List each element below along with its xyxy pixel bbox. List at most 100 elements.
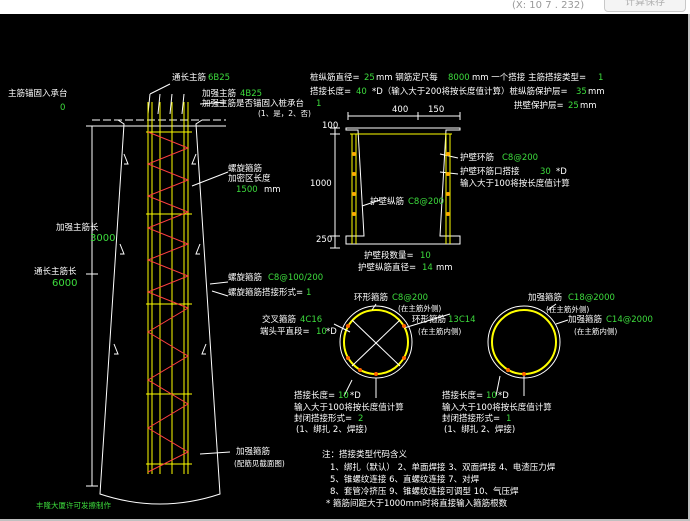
- through-length-value[interactable]: 6000: [52, 278, 77, 289]
- s1-inner-label: 环形箍筋: [412, 314, 446, 325]
- long-dia-label: 护壁纵筋直径=: [358, 262, 416, 273]
- param-1c: mm 一个搭接 主筋搭接类型=: [472, 72, 586, 83]
- spiral-dense-label-2: 加密区长度: [228, 173, 271, 184]
- section-2-drawing: [487, 303, 569, 397]
- spiral-dense-value[interactable]: 1500: [236, 185, 258, 195]
- add-bar-value[interactable]: 4B25: [240, 89, 262, 99]
- add-length-label: 加强主筋长: [56, 222, 99, 233]
- spiral-dense-unit: mm: [264, 185, 281, 195]
- s2-lap-unit: *D: [498, 391, 509, 401]
- ring-bar-label: 护壁环筋: [460, 152, 494, 163]
- notes-row4: * 箍筋间距大于1000mm时将直接输入箍筋根数: [326, 498, 508, 509]
- s1-lap-unit: *D: [350, 391, 361, 401]
- long-bar-value[interactable]: C8@200: [408, 197, 444, 207]
- add-length-value[interactable]: 3000: [90, 233, 115, 244]
- s2-inner-value[interactable]: C14@2000: [606, 315, 653, 325]
- s2-ring-note: (在主筋外侧): [546, 304, 589, 314]
- s1-cross-value[interactable]: 4C16: [300, 315, 322, 325]
- dim-250: 250: [316, 235, 332, 245]
- param-1a: 桩纵筋直径=: [310, 72, 360, 83]
- s2-inner-note: (在主筋内侧): [574, 326, 617, 336]
- s1-inner-value[interactable]: 13C14: [448, 315, 476, 325]
- wall-notches: [113, 153, 207, 355]
- main-bars: [146, 102, 192, 474]
- s1-cross-label: 交叉箍筋: [262, 314, 296, 325]
- s2-ring-label: 加强箍筋: [528, 292, 562, 303]
- s1-inner-note: (在主筋内侧): [418, 326, 461, 336]
- s2-inner-label: 加强箍筋: [568, 314, 602, 325]
- param-1b-val[interactable]: 8000: [448, 73, 470, 83]
- s2-seal-label: 封闭搭接形式=: [442, 413, 500, 424]
- s1-lap-value[interactable]: 10: [338, 391, 349, 401]
- long-bar-label: 护壁纵筋: [370, 196, 404, 207]
- top-toolbar: (X: 10 7 . 232) 计算保存: [0, 0, 690, 14]
- pile-outline: [99, 119, 221, 505]
- s1-seal-label: 封闭搭接形式=: [294, 413, 352, 424]
- s2-seal-value[interactable]: 1: [506, 414, 511, 424]
- s1-ring-note: (在主筋外侧): [398, 303, 441, 313]
- notes-row2: 5、锥螺纹连接 6、直螺纹连接 7、对焊: [330, 474, 480, 485]
- s2-ring-value[interactable]: C18@2000: [568, 293, 615, 303]
- s2-lap-value[interactable]: 10: [486, 391, 497, 401]
- ring-note: (配筋见截面图): [234, 458, 285, 468]
- ring-lap-unit: *D: [556, 167, 567, 177]
- s2-seal-options: (1、绑扎 2、焊接): [444, 424, 515, 435]
- spiral-value[interactable]: C8@100/200: [268, 273, 323, 283]
- add-anchor-hint: (1、是，2、否): [258, 109, 311, 118]
- wall-bars: [350, 133, 452, 244]
- dim-1000: 1000: [310, 179, 332, 189]
- param-3a-val[interactable]: 25: [568, 101, 579, 111]
- param-1a-val[interactable]: 25: [364, 73, 375, 83]
- spiral-dense-label-1: 螺旋箍筋: [228, 163, 262, 174]
- dim-100: 100: [322, 121, 338, 131]
- param-2a-val[interactable]: 40: [356, 87, 367, 97]
- s1-ring-value[interactable]: C8@200: [392, 293, 428, 303]
- param-1c-val[interactable]: 1: [598, 73, 603, 83]
- ring-label: 加强箍筋: [236, 446, 270, 457]
- wall-rings: [352, 152, 450, 216]
- add-bar-label: 加强主筋: [202, 88, 236, 99]
- section-1-drawing: [333, 303, 451, 398]
- drawing-svg: 主筋锚固入承台 0 通长主筋 6B25 加强主筋 4B25 加强主筋是否锚固入桩…: [8, 72, 653, 510]
- spiral-label: 螺旋箍筋: [228, 272, 262, 283]
- dim-400: 400: [392, 105, 408, 115]
- add-anchor-value[interactable]: 1: [316, 99, 321, 109]
- section-1-bars: [346, 324, 406, 376]
- long-dia-unit: mm: [436, 263, 453, 273]
- section-2-bars: [506, 368, 526, 376]
- wall-section: [330, 112, 461, 249]
- ring-lap-value[interactable]: 30: [540, 167, 551, 177]
- ring-lap-label: 护壁环筋口搭接: [460, 166, 520, 177]
- s1-lap-hint: 输入大于100将按长度值计算: [294, 402, 404, 413]
- dim-150: 150: [428, 105, 444, 115]
- seg-count-value[interactable]: 10: [420, 251, 431, 261]
- param-3a: 拱壁保护层=: [514, 100, 564, 111]
- spiral-stirrup: [146, 131, 190, 473]
- long-dia-value[interactable]: 14: [422, 263, 433, 273]
- anchor-label: 主筋锚固入承台: [8, 88, 68, 99]
- anchor-value[interactable]: 0: [60, 103, 65, 113]
- through-length-label: 通长主筋长: [34, 266, 77, 277]
- ring-bar-value[interactable]: C8@200: [502, 153, 538, 163]
- s1-lap-label: 搭接长度=: [294, 390, 335, 401]
- through-bar-value[interactable]: 6B25: [208, 73, 230, 83]
- coordinate-readout: (X: 10 7 . 232): [512, 0, 585, 11]
- s2-lap-label: 搭接长度=: [442, 390, 483, 401]
- ring-lap-hint: 输入大于100将按长度值计算: [460, 178, 570, 189]
- calculate-save-button[interactable]: 计算保存: [604, 0, 686, 12]
- param-2b-val[interactable]: 35: [576, 87, 587, 97]
- seg-count-label: 护壁段数量=: [364, 250, 414, 261]
- s1-flat-label: 端头平直段=: [260, 326, 310, 337]
- notes-row1: 1、绑扎（默认） 2、单面焊接 3、双面焊接 4、电渣压力焊: [330, 462, 556, 473]
- s1-ring-label: 环形箍筋: [354, 292, 388, 303]
- s1-flat-unit: *D: [326, 327, 337, 337]
- through-bar-label: 通长主筋: [172, 72, 206, 83]
- param-2a: 搭接长度=: [310, 86, 351, 97]
- s1-seal-options: (1、绑扎 2、焊接): [296, 424, 367, 435]
- pile-elevation: [86, 83, 231, 505]
- notes-row3: 8、套管冷挤压 9、锥螺纹连接可调型 10、气压焊: [330, 486, 519, 497]
- s1-seal-value[interactable]: 2: [358, 414, 363, 424]
- spiral-lap-value[interactable]: 1: [306, 288, 311, 298]
- s1-flat-value[interactable]: 10: [316, 327, 327, 337]
- add-anchor-label: 加强主筋是否锚固入桩承台: [202, 98, 304, 109]
